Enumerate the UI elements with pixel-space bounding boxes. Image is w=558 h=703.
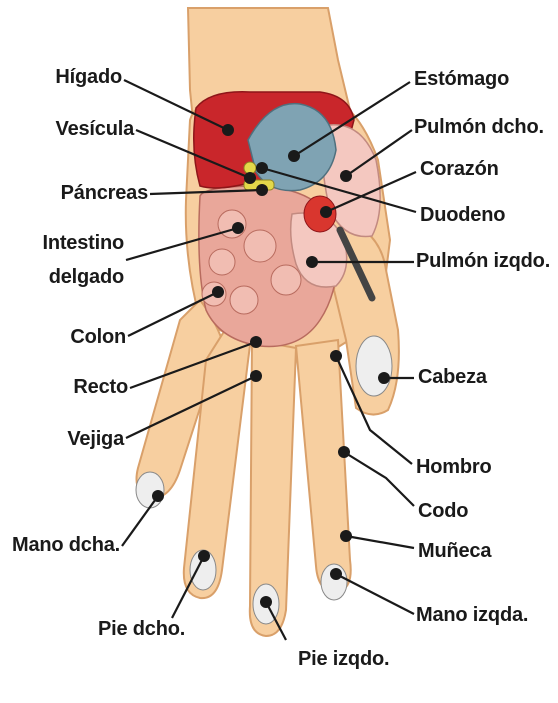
label-pulmon-izqdo: Pulmón izqdo. <box>416 250 550 272</box>
finger-little <box>296 340 351 592</box>
label-colon: Colon <box>10 326 126 348</box>
label-hombro: Hombro <box>416 456 491 478</box>
label-pie-izqdo: Pie izqdo. <box>298 648 389 670</box>
label-vejiga: Vejiga <box>10 428 124 450</box>
label-pie-dcho: Pie dcho. <box>98 618 185 640</box>
label-vesicula: Vesícula <box>10 118 134 140</box>
label-pulmon-dcho: Pulmón dcho. <box>414 116 544 138</box>
label-delgado: delgado <box>10 266 124 288</box>
label-mano-dcha: Mano dcha. <box>12 534 120 556</box>
label-codo: Codo <box>418 500 468 522</box>
label-mano-izqda: Mano izqda. <box>416 604 528 626</box>
label-higado: Hígado <box>10 66 122 88</box>
skull-sketch <box>356 336 392 396</box>
label-recto: Recto <box>10 376 128 398</box>
label-pancreas: Páncreas <box>10 182 148 204</box>
label-duodeno: Duodeno <box>420 204 505 226</box>
label-corazon: Corazón <box>420 158 499 180</box>
label-estomago: Estómago <box>414 68 509 90</box>
label-muneca: Muñeca <box>418 540 491 562</box>
label-cabeza: Cabeza <box>418 366 487 388</box>
label-intestino: Intestino <box>10 232 124 254</box>
